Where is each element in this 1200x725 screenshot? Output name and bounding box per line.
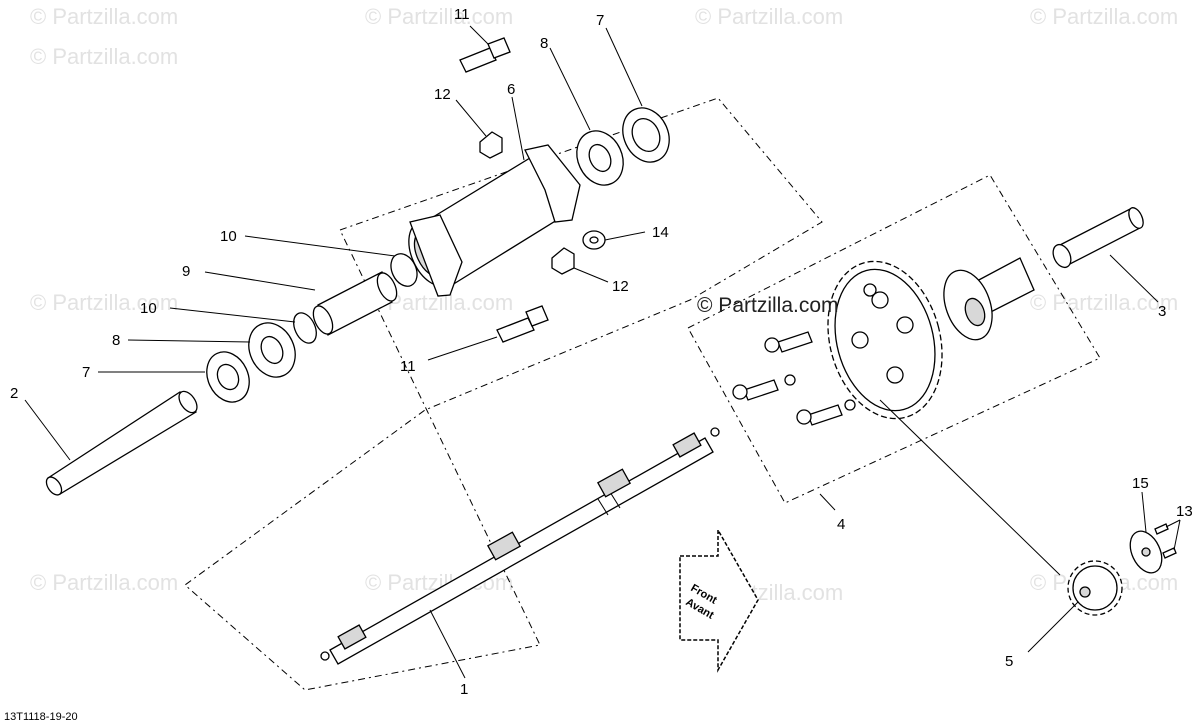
- part-5-small-sprocket: [1067, 560, 1123, 616]
- callout-15: 15: [1132, 475, 1149, 492]
- callout-10-lower: 10: [140, 300, 157, 317]
- watermark: © Partzilla.com: [1030, 4, 1178, 29]
- watermark: © Partzilla.com: [30, 44, 178, 69]
- callout-14: 14: [652, 224, 669, 241]
- callout-5: 5: [1005, 653, 1013, 670]
- watermark: © Partzilla.com: [1030, 290, 1178, 315]
- watermark: © Partzilla.com: [365, 4, 513, 29]
- callout-12-lower: 12: [612, 278, 629, 295]
- callout-1: 1: [460, 681, 468, 698]
- part-12-nut-lower: [551, 247, 575, 275]
- part-10-ring-left: [293, 312, 317, 344]
- callout-13: 13: [1176, 503, 1193, 520]
- part-9-sleeve: [312, 271, 398, 336]
- part-2-tube: [45, 390, 198, 496]
- callouts: 1 2 3 4 5 6 7 7 8 8 9 10 10 11 11 12 12 …: [10, 6, 1193, 698]
- watermark: © Partzilla.com: [30, 290, 178, 315]
- front-direction-arrow: Front Avant: [679, 527, 759, 673]
- part-14-washer: [582, 230, 606, 250]
- callout-6: 6: [507, 81, 515, 98]
- callout-8-right: 8: [540, 35, 548, 52]
- part-7-bearing-right: [622, 107, 670, 163]
- callout-11-top: 11: [454, 6, 470, 23]
- callout-3: 3: [1158, 303, 1166, 320]
- callout-7-right: 7: [596, 12, 604, 29]
- watermark: © Partzilla.com: [30, 570, 178, 595]
- part-8-bearing-right: [576, 130, 624, 186]
- callout-2: 2: [10, 385, 18, 402]
- part-11-bolt-top: [459, 37, 511, 73]
- callout-7-left: 7: [82, 364, 90, 381]
- drawing-code: 13T1118-19-20: [4, 711, 78, 723]
- shaft-assembly-outline: [184, 97, 823, 691]
- part-7-bearing-left: [206, 351, 250, 403]
- part-11-bolt-lower: [496, 305, 549, 343]
- part-15-plate: [1129, 530, 1163, 574]
- leader-lines: [24, 25, 1181, 679]
- callout-8-left: 8: [112, 332, 120, 349]
- sprocket-assembly-outline: [687, 174, 1101, 504]
- part-6-housing: [408, 144, 581, 297]
- part-1-main-shaft: [320, 427, 720, 665]
- part-12-nut-top: [479, 131, 503, 159]
- sprocket-hub: [943, 257, 1035, 341]
- part-4-large-sprocket: [827, 260, 943, 420]
- watermark: © Partzilla.com: [695, 4, 843, 29]
- part-13-screws: [1154, 523, 1177, 559]
- callout-12-top: 12: [434, 86, 451, 103]
- callout-9: 9: [182, 263, 190, 280]
- sprocket-bolts: [732, 331, 856, 426]
- callout-4: 4: [837, 516, 845, 533]
- part-3-pin: [1052, 207, 1144, 269]
- watermark-main: © Partzilla.com: [697, 294, 839, 317]
- watermark: © Partzilla.com: [30, 4, 178, 29]
- callout-10-upper: 10: [220, 228, 237, 245]
- part-8-bearing-left: [248, 322, 296, 378]
- callout-11-lower: 11: [400, 358, 416, 375]
